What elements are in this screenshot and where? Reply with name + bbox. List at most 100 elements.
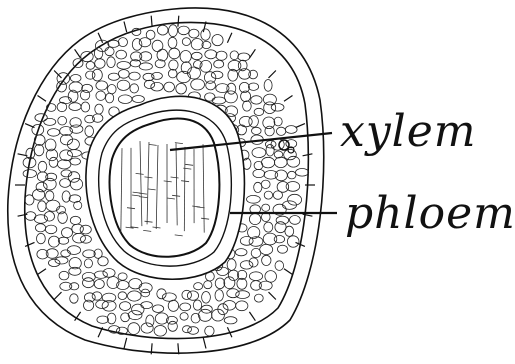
- cortex-cell: [286, 182, 300, 192]
- cortex-cell: [288, 171, 296, 179]
- cortex-cell: [152, 72, 163, 79]
- cortex-cell: [120, 302, 131, 311]
- cortex-cell: [45, 225, 56, 234]
- cortex-cell: [62, 191, 70, 202]
- cortex-cell: [59, 271, 69, 280]
- cortex-cell: [35, 224, 45, 232]
- cortex-cell: [205, 93, 215, 101]
- cortex-cell: [262, 157, 275, 168]
- cortex-cell: [80, 225, 91, 234]
- xylem-core: [110, 118, 220, 256]
- cortex-cell: [193, 300, 201, 310]
- cortex-cell: [212, 97, 226, 104]
- cortex-cell: [262, 255, 271, 265]
- cortex-cell: [94, 271, 107, 278]
- epidermis-cell-wall: [303, 154, 313, 156]
- cortex-cell: [97, 316, 109, 323]
- cortex-cell: [180, 303, 191, 311]
- cortex-cell: [108, 73, 119, 80]
- cortex-cell: [205, 326, 214, 336]
- epidermis-cell-wall: [54, 292, 61, 299]
- cortex-cell: [92, 292, 102, 300]
- cortex-cell: [129, 279, 142, 289]
- cortex-cell: [261, 180, 270, 188]
- cortex-cell: [192, 52, 203, 59]
- cortex-cell: [37, 233, 46, 243]
- cortex-cell: [70, 294, 78, 303]
- cortex-cell: [141, 302, 153, 309]
- cortex-cell: [249, 272, 262, 281]
- cortex-cell: [275, 157, 288, 167]
- cortex-cell: [80, 90, 89, 100]
- cortex-cell: [238, 53, 250, 61]
- cortex-cell: [118, 70, 129, 79]
- epidermis-cell-wall: [227, 33, 232, 43]
- epidermis-cell-wall: [269, 292, 276, 299]
- cortex-cell: [288, 194, 302, 205]
- cortex-cell: [67, 246, 80, 255]
- cortex-cell: [146, 315, 154, 327]
- epidermis-cell-wall: [284, 96, 293, 102]
- xylem-core-outline: [110, 118, 220, 256]
- cortex-cell: [95, 59, 105, 69]
- cortex-cell: [70, 283, 79, 290]
- cortex-cell: [85, 126, 94, 137]
- cortex-cell: [254, 108, 264, 115]
- cortex-cell: [253, 169, 265, 177]
- cortex-cell: [118, 38, 127, 47]
- cortex-cell: [191, 39, 203, 50]
- cortex-cell: [116, 50, 127, 59]
- cortex-cell: [37, 172, 47, 182]
- cortex-cell: [188, 67, 201, 79]
- cortex-cell: [199, 309, 212, 321]
- cortex-cell: [217, 267, 229, 275]
- epidermis-cell-wall: [178, 16, 179, 27]
- cortex-cell: [263, 233, 277, 245]
- cortex-cell: [139, 38, 151, 47]
- cortex-cell: [273, 191, 282, 199]
- cortex-cell: [254, 182, 262, 192]
- cortex-cell: [180, 313, 188, 321]
- epidermis-cell-wall: [38, 96, 47, 102]
- cortex-cell: [128, 311, 142, 320]
- cortex-cell: [96, 81, 108, 90]
- cortex-cell: [34, 135, 45, 146]
- epidermis-cell-wall: [124, 338, 127, 349]
- cortex-cell: [235, 249, 247, 256]
- cortex-cell: [223, 301, 236, 311]
- cortex-cell: [58, 116, 67, 125]
- cortex-cell: [46, 191, 54, 201]
- cortex-cell: [74, 201, 82, 209]
- cortex-cell: [274, 117, 282, 126]
- epidermis-cell-wall: [124, 22, 127, 33]
- cortex-cell: [247, 195, 261, 203]
- cortex-cell: [154, 326, 166, 337]
- cortex-cell: [67, 150, 81, 157]
- cortex-cell: [201, 29, 210, 40]
- cortex-cell: [36, 182, 47, 192]
- cortex-cell: [132, 96, 144, 103]
- epidermis-cell-wall: [296, 124, 305, 128]
- cortex-cell: [38, 161, 47, 172]
- cortex-cell: [94, 280, 104, 289]
- cortex-cell: [169, 60, 178, 70]
- cortex-cell: [168, 69, 177, 78]
- cortex-cell: [275, 222, 286, 233]
- cortex-cell: [60, 150, 73, 161]
- cortex-cell: [38, 201, 46, 212]
- cortex-cell: [202, 292, 211, 304]
- cortex-cell: [216, 51, 227, 60]
- cortex-cell: [44, 118, 56, 125]
- cortex-cell: [86, 62, 95, 70]
- epidermis-cell-wall: [54, 71, 61, 78]
- epidermis-cell-wall: [303, 214, 313, 216]
- cortex-cell: [168, 300, 178, 311]
- cortex-cell: [96, 91, 106, 100]
- cortex-cell: [249, 258, 258, 267]
- cortex-cell: [46, 200, 60, 211]
- cortex-cell: [264, 80, 272, 92]
- cortex-cell: [157, 49, 168, 61]
- cortex-cell: [141, 323, 153, 333]
- cortex-cell: [180, 51, 191, 63]
